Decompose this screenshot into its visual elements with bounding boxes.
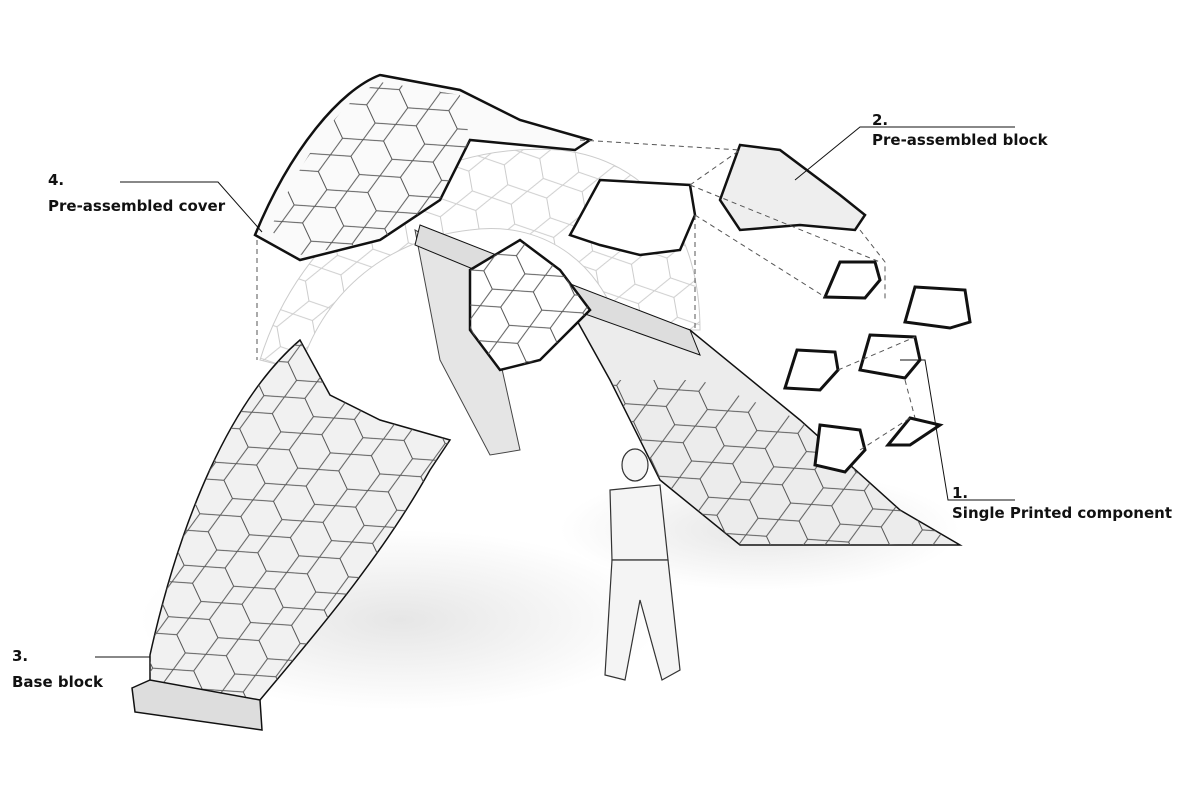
exploded-block xyxy=(568,178,697,257)
label-pre-assembled-block: 2. Pre-assembled block xyxy=(872,110,1048,150)
label-number: 4. xyxy=(48,171,65,189)
label-number: 2. xyxy=(872,111,889,129)
cover-hex-pattern xyxy=(270,82,470,255)
label-text: Single Printed component xyxy=(952,504,1172,522)
label-number: 1. xyxy=(952,484,969,502)
single-printed-components xyxy=(782,260,972,474)
label-text: Base block xyxy=(12,673,103,691)
pre-assembled-block xyxy=(718,143,867,232)
label-base-block: 3. Base block xyxy=(12,646,103,692)
leader-lines xyxy=(95,126,1015,658)
right-arch-hex-pattern xyxy=(610,380,960,545)
assembly-guide-lines xyxy=(256,139,916,451)
label-text: Pre-assembled cover xyxy=(48,197,226,215)
label-pre-assembled-cover: 4. Pre-assembled cover xyxy=(48,170,225,216)
block-hex-pattern xyxy=(470,240,590,370)
base-block xyxy=(131,679,263,731)
left-leg-hex-pattern xyxy=(150,340,450,700)
label-number: 3. xyxy=(12,647,29,665)
label-text: Pre-assembled block xyxy=(872,131,1048,149)
label-single-printed-component: 1. Single Printed component xyxy=(952,483,1172,523)
human-figure xyxy=(604,448,681,681)
